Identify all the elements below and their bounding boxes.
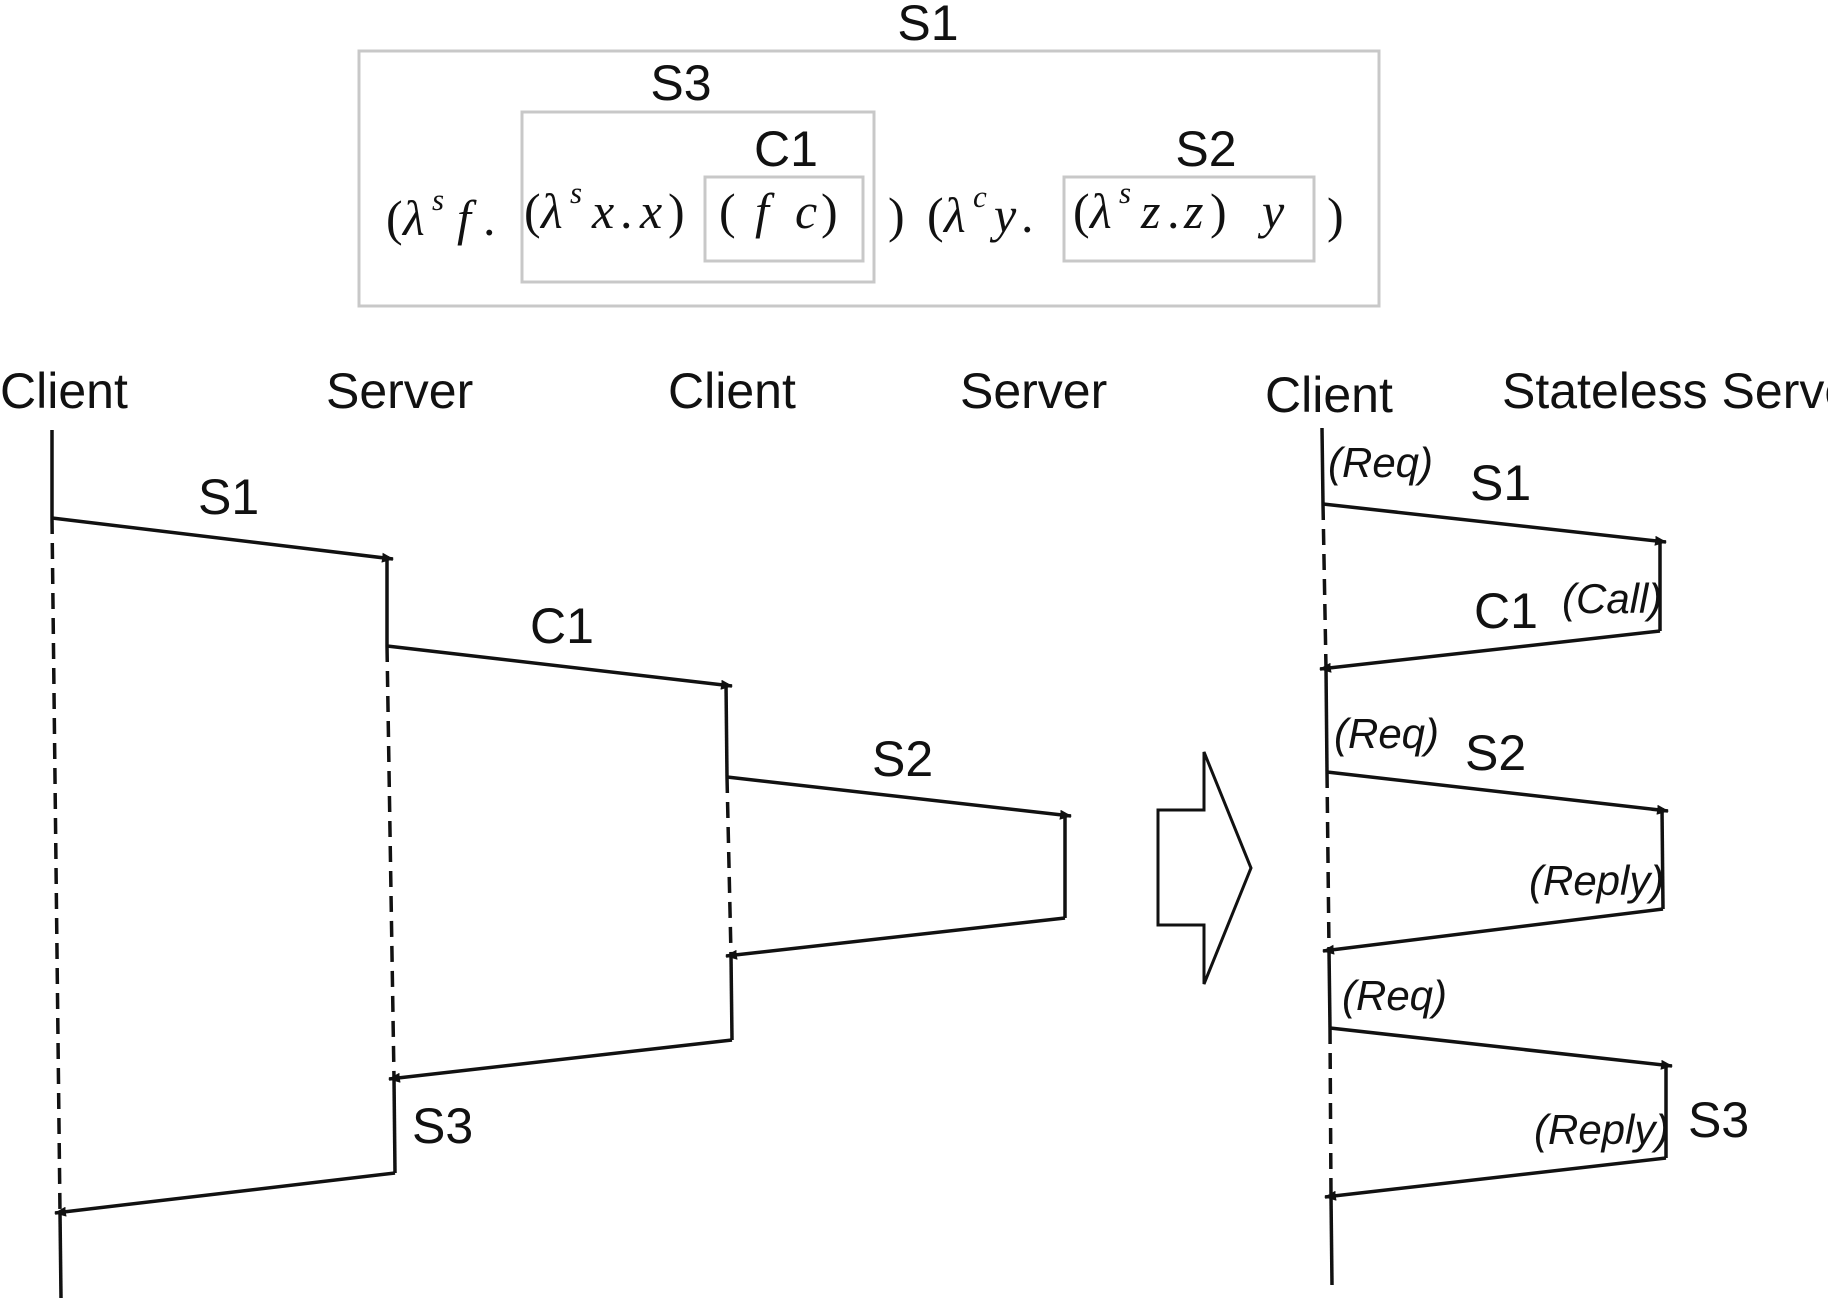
- client2-lifeline-waiting: [725, 776, 733, 956]
- rmsg-s3-reply: [1324, 1156, 1667, 1201]
- server1-lifeline-waiting: [385, 645, 396, 1079]
- expr-var-y-2: y: [1257, 183, 1285, 239]
- left-msg-label-s2: S2: [872, 731, 933, 787]
- right-note-req-2: (Req): [1334, 710, 1439, 757]
- expr-var-x-1: x: [591, 183, 614, 239]
- box-s2: [1062, 175, 1316, 263]
- right-header-server: Stateless Server: [1502, 363, 1828, 419]
- left-header-server-2: Server: [960, 363, 1107, 419]
- client2-lifeline-active: [724, 682, 729, 778]
- box-c1: [703, 175, 865, 263]
- rclient-lifeline-wait-2: [1325, 771, 1331, 951]
- right-msg-label-s3: S3: [1688, 1092, 1749, 1148]
- left-header-server-1: Server: [326, 363, 473, 419]
- rmsg-c1-call: [1319, 629, 1661, 673]
- rclient-lifeline-3: [1327, 949, 1332, 1029]
- expr-dot-1: .: [483, 190, 496, 246]
- rmsg-s3-request: [1329, 1026, 1673, 1070]
- expr-dot-4: .: [1167, 183, 1180, 239]
- box-label-s2: S2: [1175, 121, 1236, 177]
- rclient-lifeline-4: [1329, 1195, 1334, 1286]
- right-note-call: (Call): [1562, 575, 1662, 622]
- box-s1: [357, 49, 1381, 308]
- rclient-lifeline-wait-1: [1321, 503, 1328, 669]
- expr-dot-2: .: [620, 183, 633, 239]
- left-msg-label-s1: S1: [198, 469, 259, 525]
- expr-sup-s-3: s: [1119, 175, 1131, 210]
- expr-var-f-1: f: [457, 190, 477, 246]
- left-header-client-1: Client: [0, 363, 128, 419]
- expr-lambda-1: λ: [401, 190, 425, 246]
- expr-close-3: ): [821, 183, 838, 239]
- expr-var-y-1: y: [989, 187, 1017, 243]
- expr-close-5: ): [1210, 183, 1227, 239]
- rserver-activation-2: [1660, 807, 1665, 910]
- right-note-reply-2: (Reply): [1534, 1106, 1669, 1153]
- expr-open-5: (: [1073, 183, 1090, 239]
- expr-var-z-2: z: [1183, 183, 1203, 239]
- expr-sup-s-1: s: [432, 182, 444, 217]
- expr-open-4: (: [927, 187, 944, 243]
- right-note-req-1: (Req): [1328, 439, 1433, 486]
- left-header-client-2: Client: [668, 363, 796, 419]
- rclient-lifeline-1: [1320, 427, 1325, 505]
- right-msg-label-c1: C1: [1474, 583, 1538, 639]
- expr-var-z-1: z: [1140, 183, 1160, 239]
- rmsg-s2-reply: [1322, 907, 1664, 955]
- expr-close-2: ): [668, 183, 685, 239]
- box-label-c1: C1: [754, 121, 818, 177]
- msg-s2-arrow: [726, 775, 1072, 820]
- expr-close-1: ): [888, 187, 905, 243]
- msg-s1-arrow: [51, 516, 394, 563]
- msg-c1-arrow: [386, 644, 733, 690]
- right-msg-label-s1: S1: [1470, 455, 1531, 511]
- expr-var-c: c: [795, 183, 817, 239]
- expr-open-2: (: [524, 183, 541, 239]
- expr-var-x-2: x: [639, 183, 662, 239]
- right-msg-label-s2: S2: [1465, 725, 1526, 781]
- server1-lifeline-resumed: [392, 1077, 397, 1174]
- client1-lifeline-waiting: [50, 517, 62, 1213]
- expr-var-f-2: f: [755, 183, 775, 239]
- rmsg-s1-request: [1322, 502, 1667, 546]
- expr-open-3: (: [719, 183, 736, 239]
- box-label-s3: S3: [650, 55, 711, 111]
- expr-lambda-3: λ: [942, 187, 966, 243]
- expr-lambda-2: λ: [539, 183, 563, 239]
- expression-panel: S1 S3 C1 S2 ( λ s f . ( λ s x . x ) ( f …: [357, 0, 1381, 308]
- rclient-lifeline-2: [1324, 667, 1329, 773]
- client1-lifeline-resumed: [58, 1211, 63, 1299]
- expr-sup-c: c: [973, 179, 987, 214]
- right-note-reply-1: (Reply): [1529, 857, 1664, 904]
- box-s3: [520, 110, 876, 284]
- left-msg-label-s3: S3: [412, 1098, 473, 1154]
- transform-arrow-icon: [1156, 751, 1253, 985]
- expr-open-1: (: [386, 190, 403, 246]
- left-msg-label-c1: C1: [530, 598, 594, 654]
- client2-lifeline-resumed: [729, 954, 734, 1041]
- rclient-lifeline-wait-3: [1328, 1027, 1333, 1197]
- msg-s2-return-arrow: [725, 916, 1066, 960]
- expr-close-4: ): [1327, 187, 1344, 243]
- right-sequence-diagram: Client Stateless Server S1 C1 S2 S3 (Req…: [1265, 363, 1828, 1286]
- box-label-s1: S1: [897, 0, 958, 51]
- msg-c1-return-arrow: [388, 1038, 733, 1083]
- rmsg-s2-request: [1326, 770, 1669, 815]
- expr-sup-s-2: s: [570, 175, 582, 210]
- right-header-client: Client: [1265, 367, 1393, 423]
- expr-dot-3: .: [1021, 187, 1034, 243]
- msg-s3-return-arrow: [54, 1171, 396, 1217]
- left-sequence-diagram: Client Server Client Server S1 C1 S2 S3: [0, 363, 1107, 1299]
- right-note-req-3: (Req): [1342, 972, 1447, 1019]
- expr-lambda-4: λ: [1088, 183, 1112, 239]
